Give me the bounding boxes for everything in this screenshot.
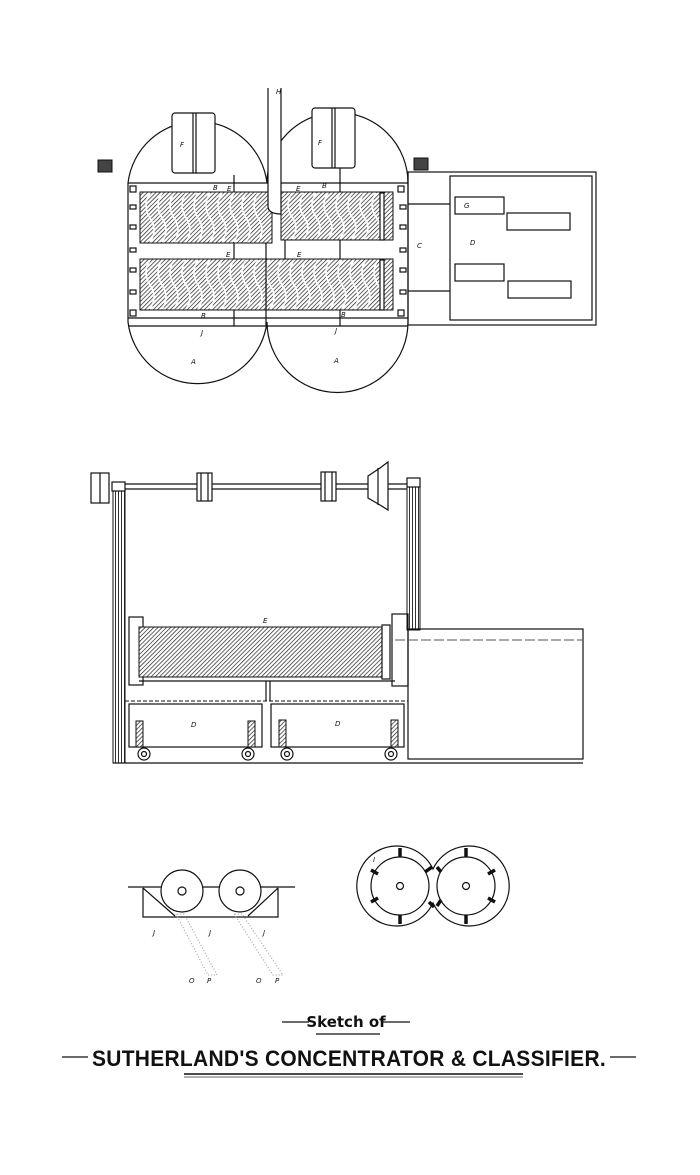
drive-pulley <box>367 460 389 512</box>
cross-section-trough: J J J O P O P <box>128 869 295 985</box>
label-P: P <box>275 977 280 985</box>
label-E: E <box>227 185 232 193</box>
paddles <box>370 848 496 924</box>
label-J: J <box>151 929 155 937</box>
subtitle: Sketch of <box>306 1013 386 1031</box>
label-C: C <box>417 242 422 250</box>
label-E: E <box>263 617 268 625</box>
motor-left <box>171 112 216 174</box>
label-D: D <box>191 721 197 729</box>
label-H: H <box>276 88 282 96</box>
title-block: Sketch of SUTHERLAND'S CONCENTRATOR & CL… <box>62 1013 636 1078</box>
label-J: J <box>261 929 265 937</box>
label-J: J <box>199 329 203 337</box>
label-O: O <box>189 977 195 985</box>
label-F: F <box>180 141 185 149</box>
discharge-streams <box>175 913 284 976</box>
roll-elevation <box>138 626 384 678</box>
label-B: B <box>341 311 346 319</box>
cross-section-paddles: I <box>356 845 510 927</box>
compartment <box>507 280 572 299</box>
label-D: D <box>335 720 341 728</box>
label-O: O <box>256 977 262 985</box>
end-brackets <box>129 185 407 317</box>
housing-bottom-lobes <box>127 321 409 394</box>
compartment <box>506 212 571 231</box>
label-E: E <box>297 251 302 259</box>
motor-right <box>311 107 356 169</box>
feed-pipe <box>267 88 282 215</box>
bin-D-right <box>270 703 405 748</box>
label-E: E <box>226 251 231 259</box>
bin-D-left <box>128 703 263 748</box>
label-G: G <box>464 202 470 210</box>
label-A: A <box>333 357 339 365</box>
label-J: J <box>207 929 211 937</box>
label-F: F <box>318 139 323 147</box>
label-E: E <box>296 185 301 193</box>
label-I: I <box>373 856 375 864</box>
label-A: A <box>190 358 196 366</box>
label-D: D <box>470 239 476 247</box>
pulley <box>320 471 337 502</box>
label-P: P <box>207 977 212 985</box>
frame-post-left <box>112 487 126 764</box>
compartment <box>454 263 505 282</box>
shafts <box>233 168 341 326</box>
label-B: B <box>322 182 327 190</box>
bearing-block-left <box>97 159 113 173</box>
frame-post-right <box>406 479 421 631</box>
elevation-view: E D D <box>90 460 584 764</box>
spiral-flights <box>145 192 383 310</box>
tank <box>407 628 584 760</box>
compartment-G <box>454 196 505 215</box>
label-B: B <box>201 312 206 320</box>
collection-box-D <box>449 175 593 321</box>
bin-wheels <box>137 747 398 761</box>
label-J: J <box>333 327 337 335</box>
collection-box-outer <box>407 171 597 326</box>
pulley <box>196 472 213 502</box>
label-B: B <box>213 184 218 192</box>
bearing-block-right <box>413 157 429 171</box>
plan-view: H F F B E E B G C D E E B B J J A A <box>97 88 597 394</box>
main-title: SUTHERLAND'S CONCENTRATOR & CLASSIFIER. <box>92 1046 606 1071</box>
